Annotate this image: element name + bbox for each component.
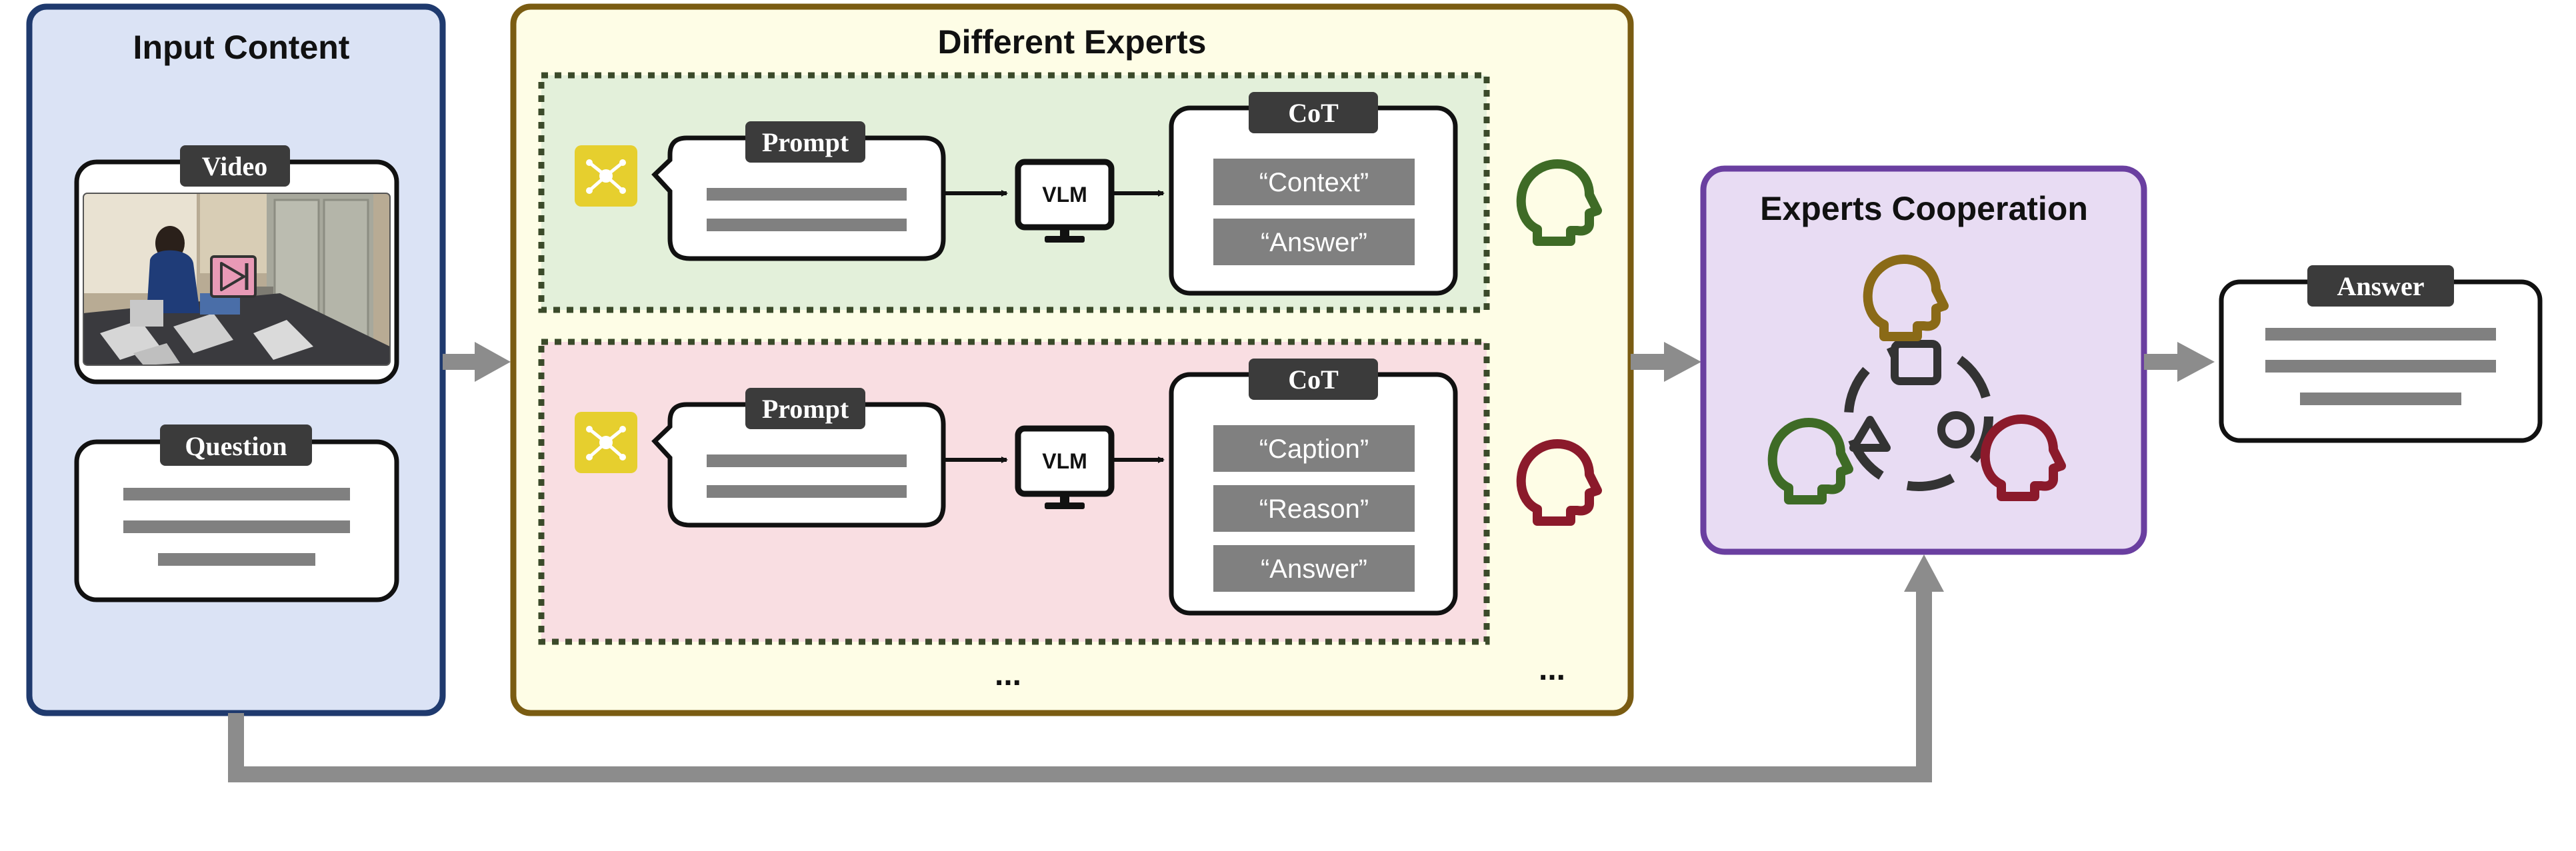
cot-item: “Caption” xyxy=(1259,434,1369,464)
input-panel-title: Input Content xyxy=(133,29,350,66)
arrow-cooperation-to-answer xyxy=(2144,342,2215,382)
text-line xyxy=(158,553,315,566)
cot-label: CoT xyxy=(1288,365,1339,395)
cooperation-title: Experts Cooperation xyxy=(1760,190,2088,227)
cooperation-panel: Experts Cooperation xyxy=(1700,165,2147,555)
text-line xyxy=(707,454,907,467)
play-icon[interactable] xyxy=(210,255,257,298)
text-line xyxy=(707,219,907,231)
question-box: Question xyxy=(74,425,399,602)
text-line xyxy=(123,520,350,533)
answer-box: Answer xyxy=(2219,265,2543,443)
cot-item: “Answer” xyxy=(1261,554,1367,584)
expert-2: Prompt VLM CoT “Caption” “Reason” xyxy=(538,339,1490,645)
text-line xyxy=(707,188,907,201)
cot-box: CoT “Caption” “Reason” “Answer” xyxy=(1169,359,1458,616)
text-line xyxy=(2265,360,2496,373)
prompt-icon xyxy=(575,145,637,207)
input-panel: Input Content Video xyxy=(26,3,446,716)
expert-1: Prompt VLM CoT “Context” “Answer” xyxy=(538,72,1490,313)
arrow-input-to-cooperation xyxy=(228,554,1944,782)
video-box: Video xyxy=(74,145,399,385)
vlm-monitor-icon: VLM xyxy=(1015,159,1115,243)
cooperation-cycle-icon xyxy=(1844,340,1993,491)
text-line xyxy=(707,485,907,498)
arrow-experts-to-cooperation xyxy=(1631,342,1701,382)
video-thumbnail xyxy=(83,193,390,365)
prompt-label: Prompt xyxy=(762,394,849,424)
prompt-bubble: Prompt xyxy=(651,121,946,261)
arrow-input-to-experts xyxy=(443,342,511,382)
question-label: Question xyxy=(185,431,287,461)
cot-item: “Reason” xyxy=(1259,494,1369,524)
answer-label: Answer xyxy=(2337,271,2424,301)
video-label: Video xyxy=(202,151,268,181)
ellipsis: ... xyxy=(995,657,1021,692)
vlm-monitor-icon: VLM xyxy=(1015,425,1115,509)
text-line xyxy=(2265,328,2496,341)
prompt-label: Prompt xyxy=(762,127,849,157)
experts-panel: Different Experts Prompt xyxy=(510,3,1634,716)
text-line xyxy=(123,488,350,500)
cot-item: “Context” xyxy=(1259,168,1369,197)
prompt-icon xyxy=(575,412,637,473)
cot-box: CoT “Context” “Answer” xyxy=(1169,92,1458,296)
ellipsis: ... xyxy=(1539,652,1565,687)
vlm-label: VLM xyxy=(1042,449,1087,473)
vlm-label: VLM xyxy=(1042,183,1087,207)
cot-item: “Answer” xyxy=(1261,228,1367,257)
experts-panel-title: Different Experts xyxy=(938,23,1207,61)
text-line xyxy=(2300,393,2461,405)
prompt-bubble: Prompt xyxy=(651,388,946,528)
cot-label: CoT xyxy=(1288,98,1339,128)
